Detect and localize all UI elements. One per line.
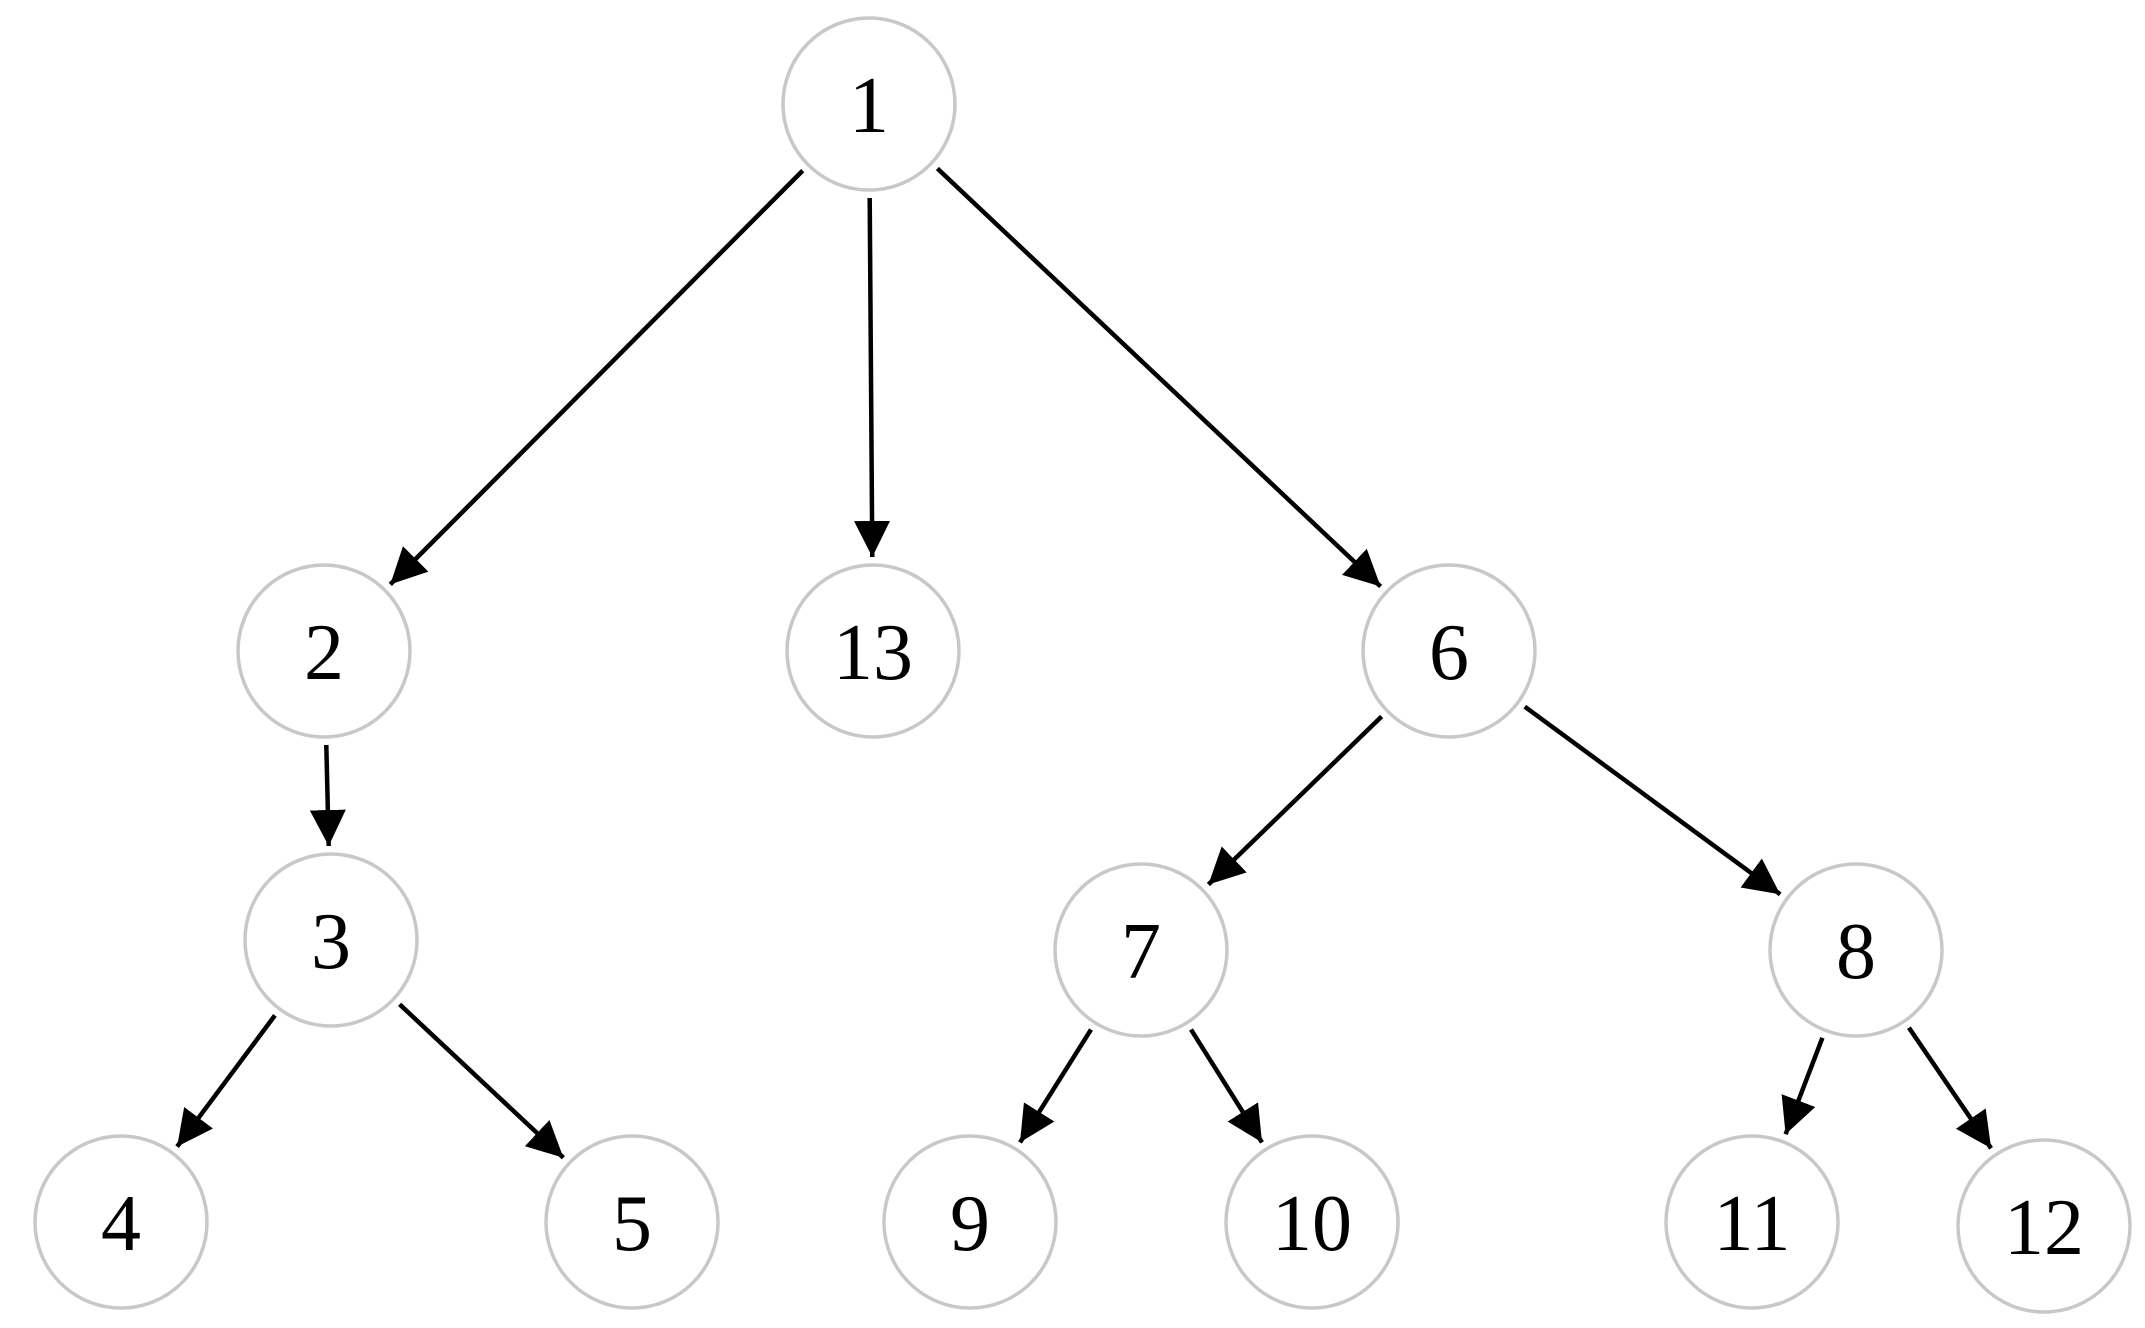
edge-6-to-8 xyxy=(1523,704,1782,897)
node-7: 7 xyxy=(1053,862,1229,1038)
node-11: 11 xyxy=(1664,1134,1840,1310)
node-circle xyxy=(1956,1138,2132,1314)
node-circle xyxy=(236,563,412,739)
node-label: 4 xyxy=(101,1180,141,1268)
edge-8-to-11 xyxy=(1781,1036,1825,1136)
node-label: 5 xyxy=(612,1180,652,1268)
edge-1-to-6 xyxy=(935,166,1383,589)
node-circle xyxy=(1768,862,1944,1038)
edge-6-to-7 xyxy=(1206,714,1384,887)
node-label: 1 xyxy=(849,62,889,150)
edge-8-to-12 xyxy=(1907,1026,1993,1150)
node-label: 9 xyxy=(950,1180,990,1268)
edge-1-to-2 xyxy=(388,169,805,586)
node-4: 4 xyxy=(33,1134,209,1310)
node-5: 5 xyxy=(544,1134,720,1310)
node-circle xyxy=(882,1134,1058,1310)
edge-7-to-10 xyxy=(1189,1028,1264,1144)
node-circle xyxy=(243,852,419,1028)
edge-1-to-13 xyxy=(854,197,891,558)
node-circle xyxy=(1053,862,1229,1038)
node-label: 13 xyxy=(833,609,913,697)
edge-3-to-5 xyxy=(398,1002,565,1160)
node-circle xyxy=(1664,1134,1840,1310)
node-10: 10 xyxy=(1224,1134,1400,1310)
node-1: 1 xyxy=(781,16,957,192)
node-label: 12 xyxy=(2004,1184,2084,1272)
node-circle xyxy=(1361,563,1537,739)
node-6: 6 xyxy=(1361,563,1537,739)
node-13: 13 xyxy=(785,563,961,739)
node-12: 12 xyxy=(1956,1138,2132,1314)
node-label: 11 xyxy=(1713,1180,1790,1268)
node-9: 9 xyxy=(882,1134,1058,1310)
node-label: 2 xyxy=(304,609,344,697)
node-label: 3 xyxy=(311,898,351,986)
node-circle xyxy=(33,1134,209,1310)
node-8: 8 xyxy=(1768,862,1944,1038)
node-2: 2 xyxy=(236,563,412,739)
node-label: 6 xyxy=(1429,609,1469,697)
node-label: 8 xyxy=(1836,908,1876,996)
node-circle xyxy=(781,16,957,192)
node-label: 10 xyxy=(1272,1180,1352,1268)
node-circle xyxy=(1224,1134,1400,1310)
edge-7-to-9 xyxy=(1018,1028,1093,1144)
node-circle xyxy=(544,1134,720,1310)
node-label: 7 xyxy=(1121,908,1161,996)
edge-3-to-4 xyxy=(175,1014,277,1148)
edge-2-to-3 xyxy=(309,744,346,847)
node-circle xyxy=(785,563,961,739)
edges-layer xyxy=(175,166,1993,1160)
node-3: 3 xyxy=(243,852,419,1028)
